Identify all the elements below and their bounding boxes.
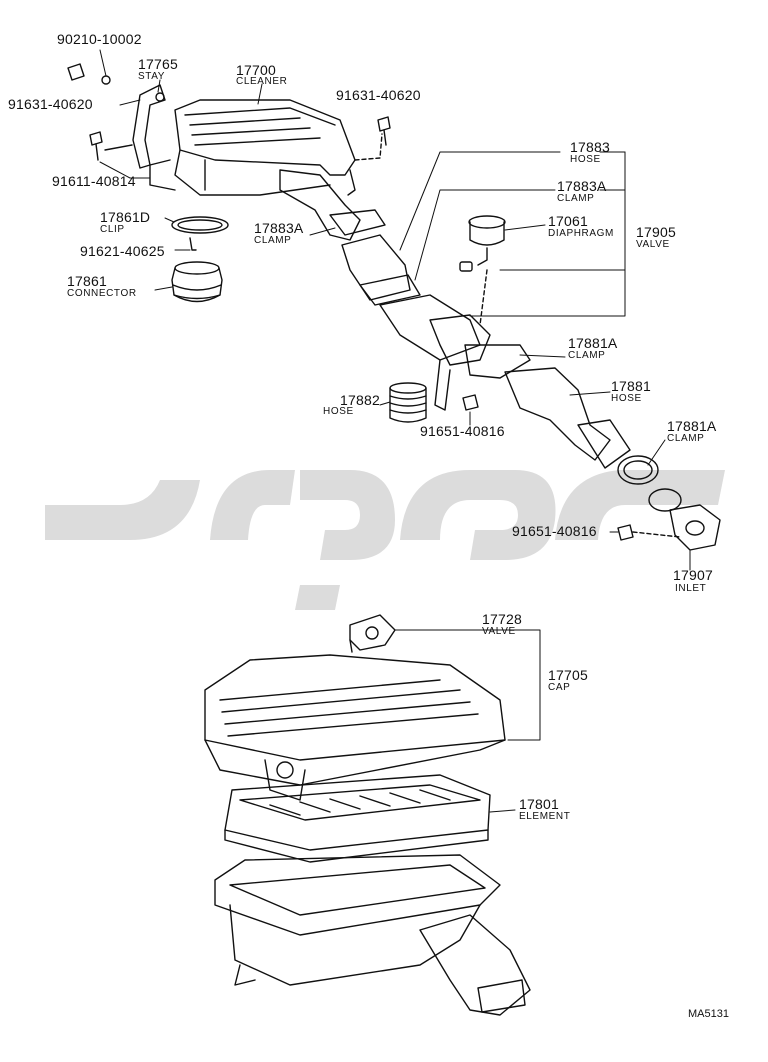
- part-number-17861: 17861: [67, 273, 107, 289]
- valve-17728: [349, 614, 396, 653]
- part-number-17881A-upper: 17881A: [568, 335, 618, 351]
- part-number-17061: 17061: [548, 213, 588, 229]
- clip-17861D: [171, 216, 229, 251]
- stay-bracket: [104, 84, 166, 169]
- hose-17882: [389, 382, 427, 423]
- part-number-17883: 17883: [570, 139, 610, 155]
- part-number-91621-40625: 91621-40625: [80, 243, 165, 259]
- part-number-17705: 17705: [548, 667, 588, 683]
- part-number-17882: 17882: [340, 392, 380, 408]
- part-name-clamp-17883A-upper: CLAMP: [557, 193, 595, 204]
- part-number-90210-10002: 90210-10002: [57, 31, 142, 47]
- element-17801: [224, 774, 491, 863]
- part-name-clip: CLIP: [100, 224, 125, 235]
- part-number-17883A-lower: 17883A: [254, 220, 304, 236]
- part-name-hose-17883: HOSE: [570, 154, 601, 165]
- part-number-91631-40620-right: 91631-40620: [336, 87, 421, 103]
- air-cleaner-upper: [149, 99, 361, 241]
- clamp-17881A-lower: [617, 455, 659, 485]
- bolt-icon: [462, 394, 479, 411]
- leader-line: [354, 133, 383, 161]
- part-name-clamp-17881A-upper: CLAMP: [568, 350, 606, 361]
- watermark-logo: [45, 470, 725, 610]
- part-name-inlet: INLET: [675, 583, 707, 594]
- part-number-17700: 17700: [236, 62, 276, 78]
- part-number-17883A-upper: 17883A: [557, 178, 607, 194]
- part-name-connector: CONNECTOR: [67, 288, 137, 299]
- part-name-element: ELEMENT: [519, 811, 571, 822]
- part-name-diaphragm: DIAPHRAGM: [548, 228, 614, 239]
- leader-line: [632, 531, 681, 538]
- part-name-hose-17882: HOSE: [323, 406, 354, 417]
- part-name-clamp-17883A-lower: CLAMP: [254, 235, 292, 246]
- part-number-17801: 17801: [519, 796, 559, 812]
- cap-17705: [204, 654, 506, 801]
- leader-line: [479, 269, 488, 326]
- part-number-17881: 17881: [611, 378, 651, 394]
- hose-17881: [504, 367, 631, 469]
- inlet-17907: [648, 488, 721, 551]
- part-number-17907: 17907: [673, 567, 713, 583]
- part-name-valve-17905: VALVE: [636, 239, 670, 250]
- diaphragm-17061: [459, 215, 506, 272]
- part-name-stay: STAY: [138, 71, 166, 82]
- part-number-91651-40816-lower: 91651-40816: [512, 523, 597, 539]
- part-number-91651-40816-upper: 91651-40816: [420, 423, 505, 439]
- callout-lines: [99, 49, 691, 813]
- part-name-cleaner: CLEANER: [236, 76, 288, 87]
- part-number-17861D: 17861D: [100, 209, 151, 225]
- part-number-91611-40814: 91611-40814: [52, 173, 136, 189]
- part-number-17881A-lower: 17881A: [667, 418, 717, 434]
- part-number-17905: 17905: [636, 224, 676, 240]
- part-number-17728: 17728: [482, 611, 522, 627]
- part-name-hose-17881: HOSE: [611, 393, 642, 404]
- pipe: [434, 359, 451, 411]
- part-number-91631-40620-left: 91631-40620: [8, 96, 93, 112]
- part-name-clamp-17881A-lower: CLAMP: [667, 433, 705, 444]
- cleaner-case-lower: [214, 854, 531, 1016]
- figure-code: MA5131: [688, 1008, 729, 1020]
- connector-17861: [171, 261, 223, 303]
- hose-17883: [329, 209, 531, 379]
- bolt-icon: [617, 524, 634, 541]
- part-name-valve-17728: VALVE: [482, 626, 516, 637]
- part-name-cap: CAP: [548, 682, 571, 693]
- part-number-17765: 17765: [138, 56, 178, 72]
